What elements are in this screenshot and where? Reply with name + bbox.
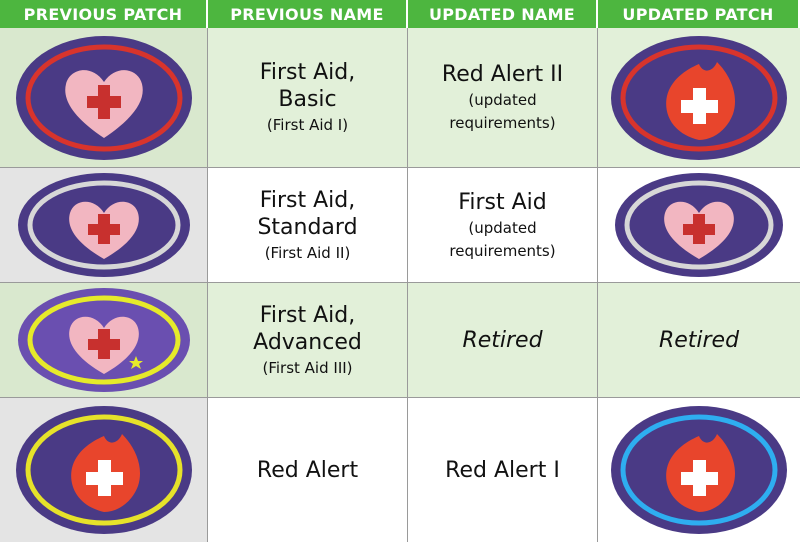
updated-name-cell: Red Alert I [408, 398, 598, 542]
previous-patch-cell [0, 398, 208, 542]
header-previous-name: PREVIOUS NAME [208, 0, 408, 28]
previous-name-line1: Red Alert [256, 457, 359, 483]
previous-name-line2: Basic [278, 87, 337, 112]
previous-name-cell: First Aid, Basic (First Aid I) [208, 28, 408, 168]
flame-cross-patch-icon [611, 35, 787, 160]
previous-patch-cell [0, 283, 208, 398]
updated-name-cell: First Aid (updated requirements) [408, 168, 598, 283]
updated-name-line1: First Aid [458, 189, 547, 215]
retired-label: Retired [658, 327, 740, 353]
updated-patch-cell [598, 168, 800, 283]
updated-name-line1: Red Alert II [441, 62, 564, 87]
updated-patch-cell [598, 28, 800, 168]
previous-name-line2: Advanced [253, 329, 362, 355]
updated-name-sub2: requirements) [449, 241, 556, 260]
updated-name-cell: Red Alert II (updated requirements) [408, 28, 598, 168]
header-updated-patch: UPDATED PATCH [598, 0, 800, 28]
previous-name-cell: First Aid, Advanced (First Aid III) [208, 283, 408, 398]
heart-cross-patch-icon [17, 173, 190, 277]
header-updated-name: UPDATED NAME [408, 0, 598, 28]
updated-name-sub2: requirements) [449, 114, 556, 132]
updated-patch-cell: Retired [598, 283, 800, 398]
updated-name-sub1: (updated [468, 218, 537, 237]
header-previous-patch: PREVIOUS PATCH [0, 0, 208, 28]
updated-name-cell: Retired [408, 283, 598, 398]
flame-cross-patch-icon [611, 406, 787, 534]
previous-name-sub: (First Aid III) [262, 358, 353, 377]
previous-name-sub: (First Aid I) [266, 116, 349, 134]
retired-label: Retired [462, 327, 543, 353]
updated-name-sub1: (updated [468, 91, 537, 109]
heart-cross-patch-icon [615, 173, 783, 277]
previous-name-line2: Standard [257, 214, 358, 240]
updated-name-line1: Red Alert I [445, 457, 560, 483]
flame-cross-patch-icon [15, 406, 192, 534]
star-icon [128, 356, 143, 369]
previous-patch-cell [0, 28, 208, 168]
previous-name-cell: First Aid, Standard (First Aid II) [208, 168, 408, 283]
previous-name-line1: First Aid, [259, 302, 356, 328]
heart-cross-star-patch-icon [17, 288, 190, 392]
heart-cross-patch-icon [15, 35, 192, 160]
previous-name-line1: First Aid, [259, 60, 356, 85]
updated-patch-cell [598, 398, 800, 542]
previous-name-line1: First Aid, [259, 187, 356, 213]
previous-name-cell: Red Alert [208, 398, 408, 542]
previous-patch-cell [0, 168, 208, 283]
previous-name-sub: (First Aid II) [264, 243, 351, 262]
